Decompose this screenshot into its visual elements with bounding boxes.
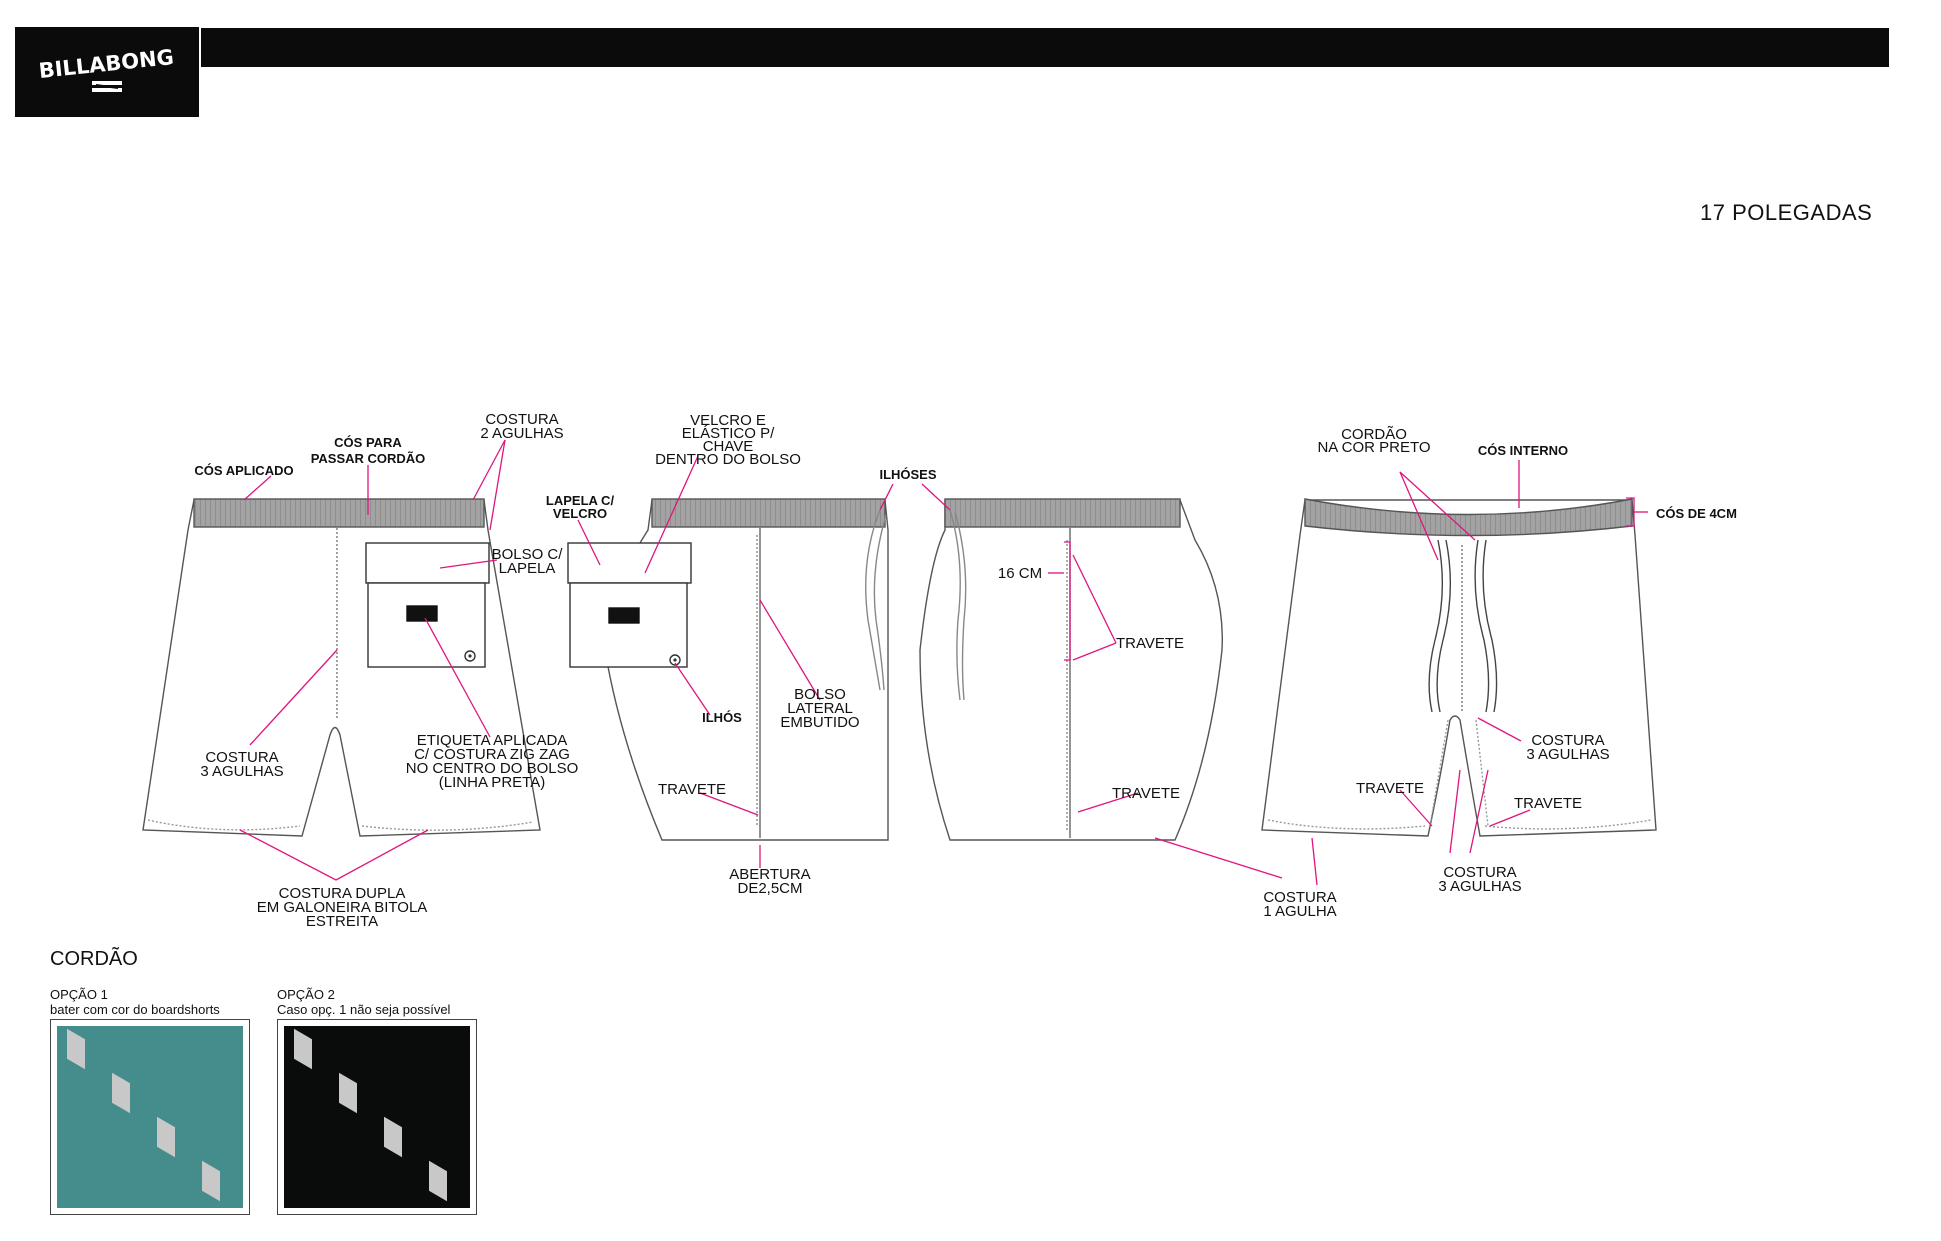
- label-costura1-1: COSTURA: [1263, 889, 1336, 906]
- label-ilhoses: ILHÓSES: [879, 467, 936, 482]
- option-1-text: OPÇÃO 1 bater com cor do boardshorts: [50, 987, 220, 1017]
- cordao-title: CORDÃO: [50, 948, 138, 970]
- label-travete-2: TRAVETE: [1116, 635, 1184, 652]
- label-velcro-1: VELCRO E: [690, 412, 766, 429]
- label-bolso-lat-2: LATERAL: [787, 700, 853, 717]
- label-costura3-1: COSTURA: [205, 749, 278, 766]
- label-etiq-2: C/ COSTURA ZIG ZAG: [414, 746, 570, 763]
- stripe-mark: [67, 1028, 85, 1070]
- label-cordao-2: NA COR PRETO: [1317, 439, 1430, 456]
- size-label: 17 POLEGADAS: [1700, 200, 1873, 225]
- label-costura3c-1: COSTURA: [1443, 864, 1516, 881]
- label-costura3-2: 3 AGULHAS: [200, 763, 283, 780]
- label-costura2-2: 2 AGULHAS: [480, 425, 563, 442]
- label-etiq-1: ETIQUETA APLICADA: [417, 732, 568, 749]
- option-1-label: OPÇÃO 1: [50, 987, 108, 1002]
- label-travete-1: TRAVETE: [658, 781, 726, 798]
- option-2-swatch: [277, 1019, 477, 1215]
- label-ilhos: ILHÓS: [702, 710, 742, 725]
- label-bolso-1: BOLSO C/: [492, 546, 564, 563]
- side-view-left: [567, 498, 889, 841]
- label-cos-4cm: CÓS DE 4CM: [1656, 506, 1737, 521]
- label-costura3b-2: 3 AGULHAS: [1526, 746, 1609, 763]
- label-dupla-1: COSTURA DUPLA: [279, 885, 406, 902]
- label-bolso-lat-3: EMBUTIDO: [780, 714, 859, 731]
- label-bolso-2: LAPELA: [499, 560, 556, 577]
- label-cos-para-2: PASSAR CORDÃO: [311, 451, 426, 466]
- label-cos-aplicado: CÓS APLICADO: [194, 463, 293, 478]
- label-travete-3: TRAVETE: [1112, 785, 1180, 802]
- option-1-color: [57, 1026, 243, 1208]
- brand-logo: BILLABONG: [15, 27, 199, 117]
- label-etiq-4: (LINHA PRETA): [439, 774, 545, 791]
- stripe-mark: [384, 1116, 402, 1158]
- label-etiq-3: NO CENTRO DO BOLSO: [406, 760, 579, 777]
- option-2-desc: Caso opç. 1 não seja possível: [277, 1002, 451, 1017]
- label-16cm: 16 CM: [998, 565, 1042, 582]
- label-patch-icon: [406, 605, 438, 622]
- label-cordao-1: CORDÃO: [1341, 426, 1407, 443]
- side-view-right: [919, 498, 1223, 841]
- stripe-mark: [429, 1160, 447, 1202]
- stripe-mark: [294, 1028, 312, 1070]
- callout-lines: [239, 439, 1648, 886]
- label-velcro-2: ELÁSTICO P/: [682, 425, 775, 442]
- label-dupla-3: ESTREITA: [306, 913, 378, 930]
- label-travete-5: TRAVETE: [1514, 795, 1582, 812]
- back-view: [142, 498, 541, 837]
- label-costura2-1: COSTURA: [485, 411, 558, 428]
- stripe-mark: [202, 1160, 220, 1202]
- label-abertura-2: DE2,5CM: [737, 880, 802, 897]
- label-velcro-4: DENTRO DO BOLSO: [655, 451, 801, 468]
- label-costura1-2: 1 AGULHA: [1263, 903, 1336, 920]
- stripe-mark: [339, 1072, 357, 1114]
- stripe-mark: [157, 1116, 175, 1158]
- label-costura3b-1: COSTURA: [1531, 732, 1604, 749]
- header-bar: [201, 28, 1889, 67]
- label-lapela-1: LAPELA C/: [546, 493, 615, 508]
- front-view: [1261, 498, 1657, 837]
- label-cos-para-1: CÓS PARA: [334, 435, 402, 450]
- label-cos-interno: CÓS INTERNO: [1478, 443, 1568, 458]
- label-abertura-1: ABERTURA: [729, 866, 810, 883]
- label-dupla-2: EM GALONEIRA BITOLA: [257, 899, 428, 916]
- billabong-logo-icon: BILLABONG: [38, 45, 175, 92]
- label-costura3c-2: 3 AGULHAS: [1438, 878, 1521, 895]
- option-2-color: [284, 1026, 470, 1208]
- label-lapela-2: VELCRO: [553, 506, 607, 521]
- option-2-text: OPÇÃO 2 Caso opç. 1 não seja possível: [277, 987, 450, 1017]
- option-1-swatch: [50, 1019, 250, 1215]
- label-patch-icon: [608, 607, 640, 624]
- label-travete-4: TRAVETE: [1356, 780, 1424, 797]
- option-2-label: OPÇÃO 2: [277, 987, 335, 1002]
- label-velcro-3: CHAVE: [703, 438, 754, 455]
- callout-texts: CÓS APLICADO CÓS PARA PASSAR CORDÃO COST…: [194, 411, 1737, 930]
- label-bolso-lat-1: BOLSO: [794, 686, 846, 703]
- option-1-desc: bater com cor do boardshorts: [50, 1002, 220, 1017]
- stripe-mark: [112, 1072, 130, 1114]
